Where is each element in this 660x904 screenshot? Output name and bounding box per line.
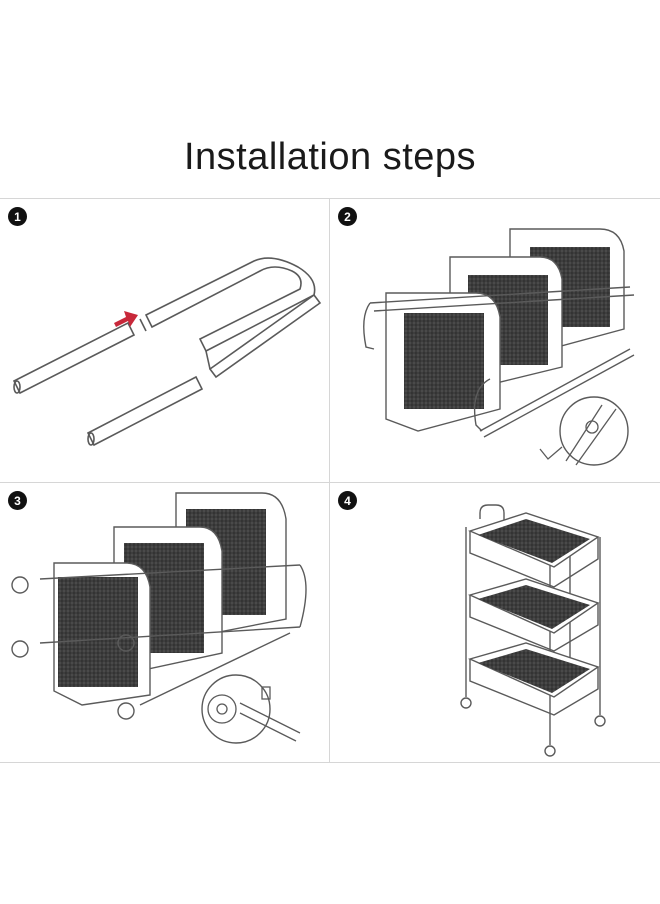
insert-arrow-icon	[114, 311, 138, 327]
step-1-number: 1	[8, 207, 27, 226]
divider-bottom	[0, 762, 660, 763]
divider-vertical	[329, 198, 330, 762]
frame-tube-illustration	[12, 257, 322, 447]
wheel-install-illustration	[11, 492, 307, 744]
assembled-cart-illustration	[460, 504, 606, 757]
step-1-panel: 1	[0, 199, 329, 482]
step-3-panel: 3	[0, 483, 329, 762]
step-2-number: 2	[338, 207, 357, 226]
divider-top	[0, 198, 660, 199]
step-4-panel: 4	[330, 483, 660, 762]
page-title: Installation steps	[183, 136, 477, 178]
cart-frame-illustration	[363, 228, 635, 466]
step-3-number: 3	[8, 491, 27, 510]
divider-middle-horizontal	[0, 482, 660, 483]
step-2-panel: 2	[330, 199, 660, 482]
step-4-number: 4	[338, 491, 357, 510]
